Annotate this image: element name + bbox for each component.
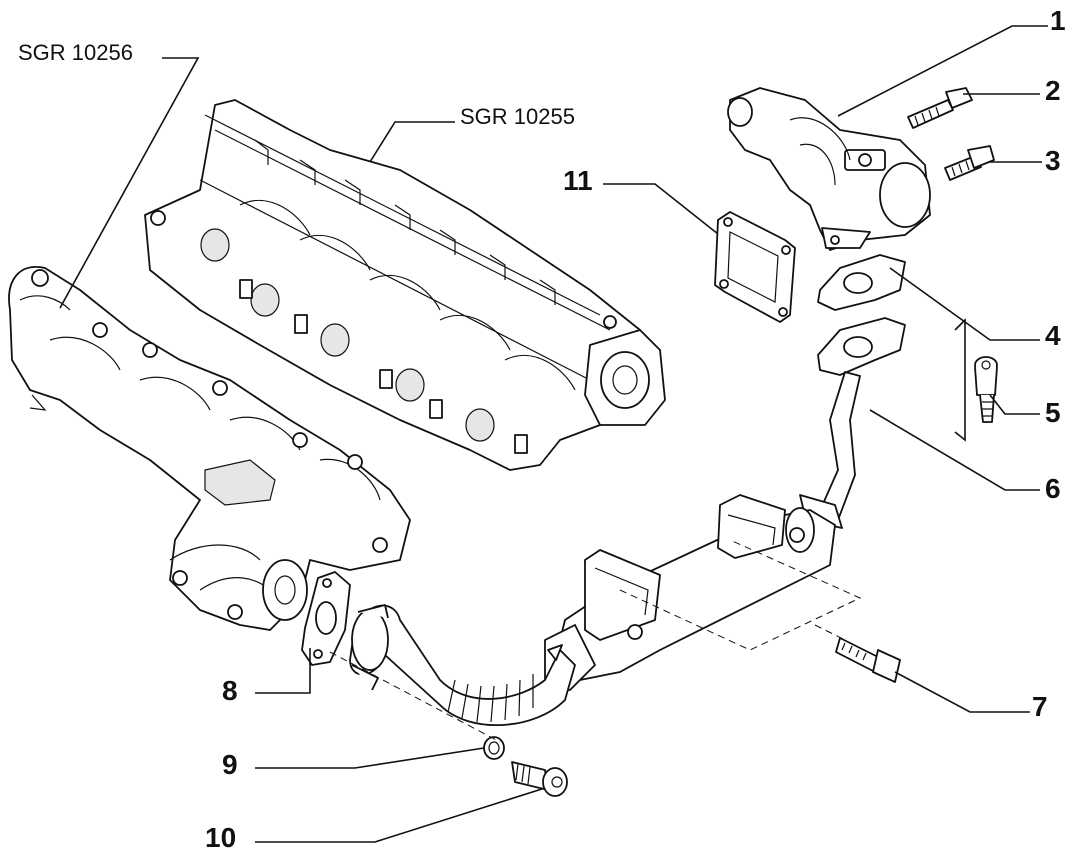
egr-cooler xyxy=(544,494,836,691)
callout-5: 5 xyxy=(1045,397,1061,428)
callout-7: 7 xyxy=(1032,691,1048,722)
exhaust-manifold xyxy=(8,265,411,631)
gasket-8 xyxy=(301,571,351,666)
callout-10: 10 xyxy=(205,822,236,849)
flex-pipe xyxy=(349,604,576,727)
bolt-2 xyxy=(907,87,973,129)
intake-manifold xyxy=(144,99,666,471)
leader-lines xyxy=(59,25,1048,843)
egr-valve xyxy=(727,87,931,251)
bolt-10 xyxy=(511,761,568,797)
ref-intake-manifold: SGR 10255 xyxy=(460,104,575,129)
callout-6: 6 xyxy=(1045,473,1061,504)
gasket-4 xyxy=(817,254,906,311)
callout-3: 3 xyxy=(1045,145,1061,176)
bolt-7 xyxy=(835,637,901,683)
bolt-5 xyxy=(974,356,998,423)
washer-9 xyxy=(483,736,505,760)
ref-exhaust-manifold: SGR 10256 xyxy=(18,40,133,65)
callout-2: 2 xyxy=(1045,75,1061,106)
gasket-11 xyxy=(714,211,796,323)
egr-pipe-6 xyxy=(799,317,906,529)
callout-11: 11 xyxy=(563,165,593,196)
callout-4: 4 xyxy=(1045,320,1061,351)
callout-9: 9 xyxy=(222,749,238,780)
bolt-3 xyxy=(944,145,995,181)
callout-1: 1 xyxy=(1050,5,1066,36)
callout-8: 8 xyxy=(222,675,238,706)
assembly-lines xyxy=(329,539,862,743)
